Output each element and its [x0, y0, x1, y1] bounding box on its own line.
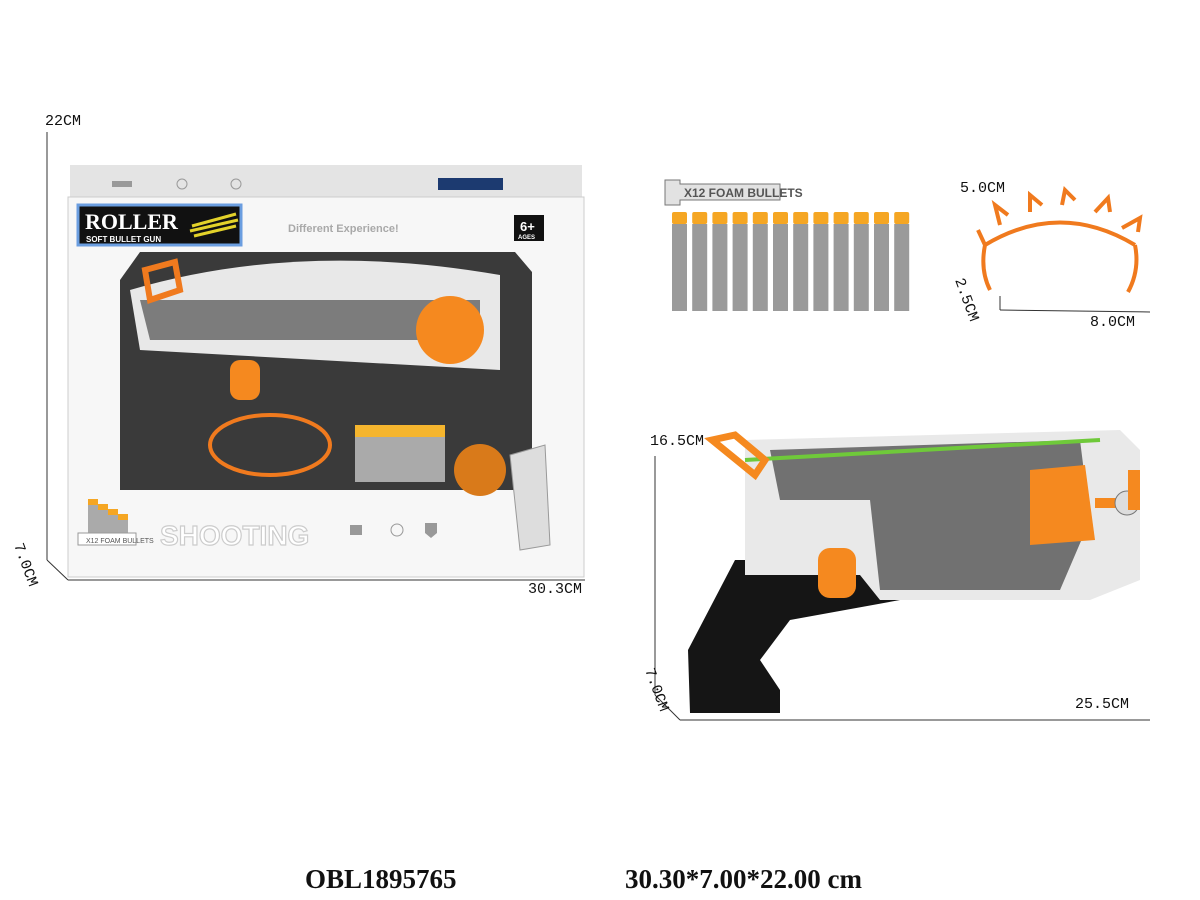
bullet-tip: [833, 212, 849, 224]
bullet-tip: [894, 212, 910, 224]
bullet-tip: [732, 212, 748, 224]
age-badge: [514, 215, 544, 241]
bullet-body: [773, 224, 788, 311]
bullet-tip: [853, 212, 869, 224]
bullet-body: [672, 224, 687, 311]
svg-text:X12 FOAM BULLETS: X12 FOAM BULLETS: [86, 538, 154, 545]
bullet-tip: [874, 212, 889, 224]
svg-text:AGES: AGES: [518, 235, 535, 241]
bullet-tip: [672, 212, 687, 224]
package-box: ROLLER SOFT BULLET GUN Different Experie…: [67, 165, 585, 578]
bullet-tip: [692, 212, 708, 224]
package-depth-label: 7.0CM: [9, 541, 40, 589]
svg-text:6+: 6+: [520, 219, 535, 234]
bullet-tip: [813, 212, 829, 224]
bullet-body: [732, 224, 748, 311]
shooting-text: SHOOTING: [160, 520, 309, 551]
gun-cylinder: [416, 296, 484, 364]
claw-mark-icon: [189, 212, 239, 238]
bullet-body: [692, 224, 708, 311]
foam-bullets: X12 FOAM BULLETS: [664, 179, 910, 311]
flap-logo: [438, 178, 503, 190]
gun-height-label: 16.5CM: [650, 433, 704, 450]
small-bullets-badge: X12 FOAM BULLETS: [77, 499, 154, 546]
ring-in-box: [208, 413, 332, 477]
package-width-label: 30.3CM: [528, 581, 582, 598]
gun-depth-label: 7.0CM: [640, 666, 671, 714]
ring-dimension-lines: [999, 296, 1151, 313]
svg-text:X12 FOAM BULLETS: X12 FOAM BULLETS: [684, 186, 803, 200]
bullet-tip: [773, 212, 788, 224]
bullet-body: [833, 224, 849, 311]
bullet-body: [813, 224, 829, 311]
blaster-gun: [688, 430, 1140, 713]
crown-ring: [976, 185, 1143, 293]
bullet-body: [853, 224, 869, 311]
feature-icons: [350, 523, 437, 538]
top-flap-icons: [112, 178, 242, 190]
carton-size: 30.30*7.00*22.00 cm: [625, 864, 862, 894]
brand-subtitle: SOFT BULLET GUN: [86, 235, 161, 244]
ring-depth-label: 2.5CM: [950, 276, 981, 324]
bullet-tip: [752, 212, 768, 224]
gun-dimension-lines: [654, 456, 1150, 721]
package-height-label: 22CM: [45, 113, 81, 130]
bullet-body: [793, 224, 809, 311]
ring-width-label: 8.0CM: [1090, 314, 1135, 331]
ring-height-label: 5.0CM: [960, 180, 1005, 197]
bullet-body: [874, 224, 889, 311]
bullet-body: [894, 224, 910, 311]
package-dimension-lines: [46, 132, 585, 581]
bullet-tip: [712, 212, 728, 224]
slogan: Different Experience!: [288, 223, 399, 235]
brand-name: ROLLER: [85, 209, 179, 234]
bullet-tip: [793, 212, 809, 224]
bullets-label-tag: [664, 179, 781, 206]
item-code: OBL1895765: [305, 864, 457, 894]
bullet-body: [712, 224, 728, 311]
bullet-body: [752, 224, 768, 311]
gun-width-label: 25.5CM: [1075, 696, 1129, 713]
